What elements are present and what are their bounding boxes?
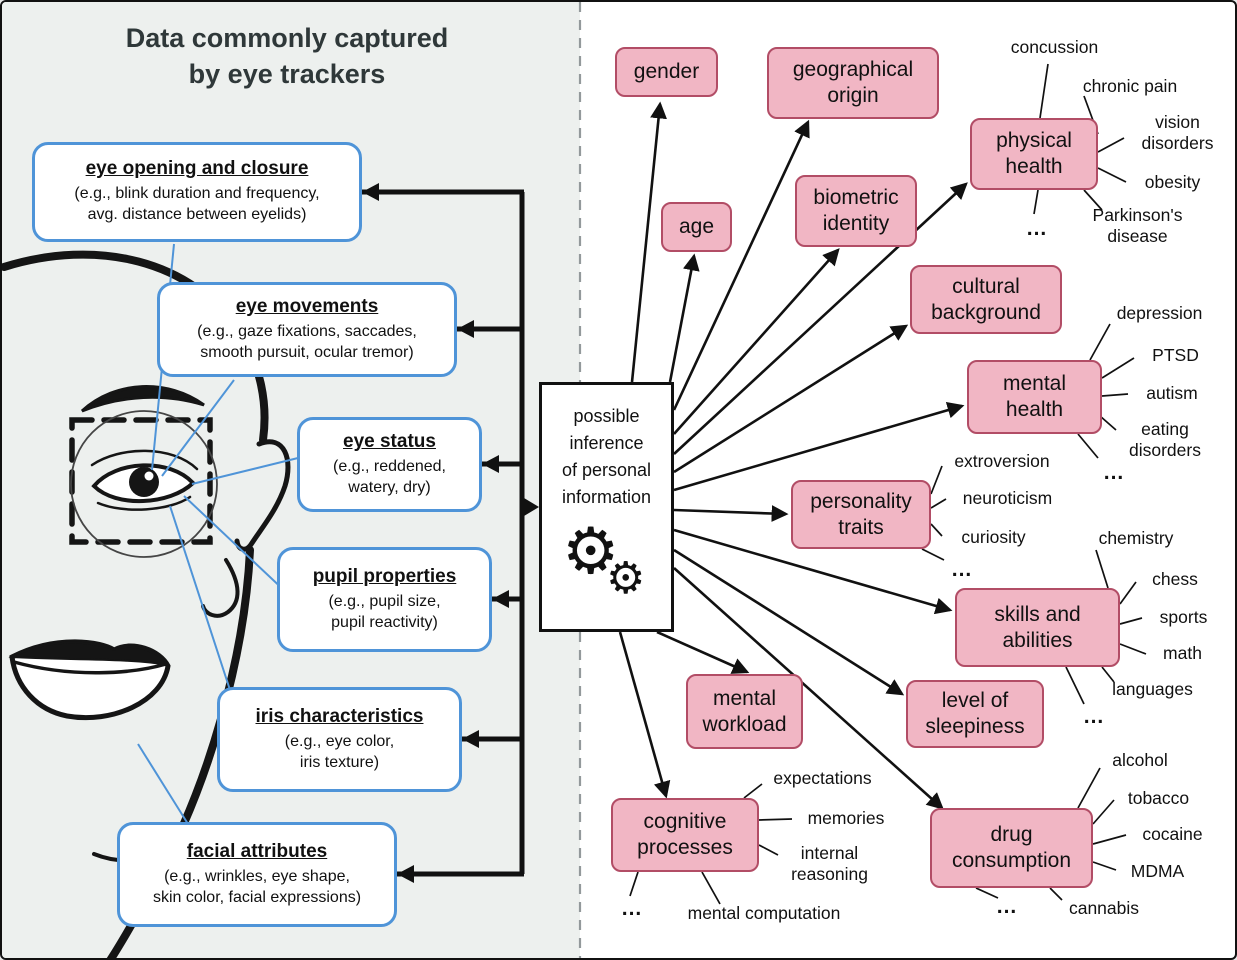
diagram-title: Data commonly captured by eye trackers: [125, 23, 449, 90]
captured-box-detail: (e.g., gaze fixations, saccades, smooth …: [197, 322, 417, 361]
captured-box-eye-status: eye status (e.g., reddened, watery, dry): [297, 417, 482, 512]
sub-label-internal-reasoning: internal reasoning: [791, 843, 868, 884]
captured-box-heading: eye opening and closure: [85, 158, 309, 180]
inference-box-gender: gender: [615, 47, 718, 97]
inference-box-geographical-origin: geographical origin: [767, 47, 939, 119]
sub-label-chess: chess: [1152, 569, 1198, 589]
sub-label-depression: depression: [1116, 303, 1203, 323]
captured-box-detail: (e.g., reddened, watery, dry): [333, 457, 446, 496]
gears-illustration: ⚙ ⚙: [542, 517, 671, 617]
sub-label-obesity: obesity: [1144, 172, 1201, 192]
sub-label-cocaine: cocaine: [1142, 824, 1203, 844]
inference-center-text: possible inference of personal informati…: [561, 406, 652, 507]
sub-label-ellipsis: ...: [996, 895, 1018, 918]
inference-label: age: [678, 215, 715, 239]
sub-label-curiosity: curiosity: [961, 527, 1026, 547]
inference-label: skills and abilities: [994, 602, 1081, 652]
inference-box-cognitive-processes: cognitive processes: [611, 798, 759, 872]
captured-box-heading: iris characteristics: [255, 705, 424, 727]
inference-label: mental workload: [702, 686, 787, 736]
inference-label: personality traits: [810, 489, 912, 539]
sub-label-languages: languages: [1112, 679, 1193, 699]
inference-arrows: [618, 101, 968, 810]
sub-label-autism: autism: [1146, 383, 1198, 403]
inference-label: mental health: [1002, 372, 1067, 421]
inference-label: cognitive processes: [637, 810, 733, 859]
inference-box-biometric-identity: biometric identity: [795, 175, 917, 247]
inference-box-level-of-sleepiness: level of sleepiness: [906, 680, 1044, 748]
gear-icon: ⚙: [606, 554, 646, 603]
captured-box-eye-opening-and-closure: eye opening and closure (e.g., blink dur…: [32, 142, 362, 242]
captured-box-pupil-properties: pupil properties (e.g., pupil size, pupi…: [277, 547, 492, 652]
sub-label-alcohol: alcohol: [1112, 750, 1168, 770]
captured-box-detail: (e.g., wrinkles, eye shape, skin color, …: [152, 867, 362, 906]
captured-box-facial-attributes: facial attributes (e.g., wrinkles, eye s…: [117, 822, 397, 927]
sub-label-chronic-pain: chronic pain: [1082, 76, 1178, 96]
inference-label: gender: [633, 60, 700, 84]
inference-label: physical health: [996, 129, 1072, 178]
captured-box-heading: eye status: [343, 430, 436, 452]
eyebrow: [80, 385, 205, 413]
nose: [201, 558, 240, 618]
inference-label: level of sleepiness: [925, 689, 1025, 738]
inference-box-drug-consumption: drug consumption: [930, 808, 1093, 888]
captured-box-detail: (e.g., pupil size, pupil reactivity): [328, 592, 441, 631]
inference-box-mental-workload: mental workload: [686, 674, 803, 749]
captured-box-iris-characteristics: iris characteristics (e.g., eye color, i…: [217, 687, 462, 792]
eye-focus-circle: [70, 410, 218, 558]
inference-label: biometric identity: [813, 186, 899, 235]
gear-icon: ⚙: [562, 515, 620, 587]
captured-box-heading: eye movements: [235, 295, 379, 317]
sub-label-chemistry: chemistry: [1098, 528, 1174, 548]
inference-box-skills-and-abilities: skills and abilities: [955, 588, 1120, 667]
inference-box-physical-health: physical health: [970, 118, 1098, 190]
sub-label-ptsd: PTSD: [1152, 345, 1199, 365]
sub-label-eating-disorders: eating disorders: [1129, 419, 1201, 460]
inference-label: cultural background: [931, 274, 1041, 324]
inference-label: geographical origin: [792, 58, 914, 107]
sub-label-cannabis: cannabis: [1068, 898, 1140, 918]
connector-terminals: [362, 183, 539, 883]
captured-box-heading: pupil properties: [312, 565, 457, 587]
inference-label: drug consumption: [951, 823, 1072, 872]
inference-box-age: age: [661, 202, 732, 252]
sub-label-concussion: concussion: [1010, 37, 1099, 57]
sub-label-mdma: MDMA: [1130, 861, 1185, 881]
captured-box-eye-movements: eye movements (e.g., gaze fixations, sac…: [157, 282, 457, 377]
inference-box-mental-health: mental health: [967, 360, 1102, 434]
sub-label-lines: [629, 63, 1147, 905]
sub-label-sports: sports: [1159, 607, 1208, 627]
face-illustration: [2, 250, 291, 958]
sub-label-expectations: expectations: [773, 768, 872, 788]
sub-label-parkinsons-disease: Parkinson's disease: [1092, 205, 1183, 246]
sub-label-mental-computation: mental computation: [687, 903, 841, 923]
captured-box-detail: (e.g., blink duration and frequency, avg…: [74, 185, 320, 223]
sub-label-ellipsis: ...: [951, 558, 973, 581]
sub-label-extroversion: extroversion: [954, 451, 1050, 471]
sub-label-memories: memories: [807, 808, 885, 828]
sub-label-vision-disorders: vision disorders: [1141, 112, 1214, 153]
inference-box-personality-traits: personality traits: [791, 480, 931, 549]
sub-label-ellipsis: ...: [1083, 705, 1105, 728]
sub-label-tobacco: tobacco: [1127, 788, 1190, 808]
captured-box-heading: facial attributes: [186, 840, 328, 862]
eye-tracking-frame: [69, 417, 213, 545]
sub-label-ellipsis: ...: [1103, 461, 1125, 484]
inference-box-cultural-background: cultural background: [910, 265, 1062, 334]
captured-box-detail: (e.g., eye color, iris texture): [284, 732, 395, 771]
sub-label-ellipsis: ...: [1026, 217, 1048, 240]
sub-label-ellipsis: ...: [621, 897, 643, 920]
sub-label-neuroticism: neuroticism: [962, 488, 1053, 508]
sub-label-math: math: [1163, 643, 1202, 663]
inference-center-box: possible inference of personal informati…: [539, 382, 674, 632]
